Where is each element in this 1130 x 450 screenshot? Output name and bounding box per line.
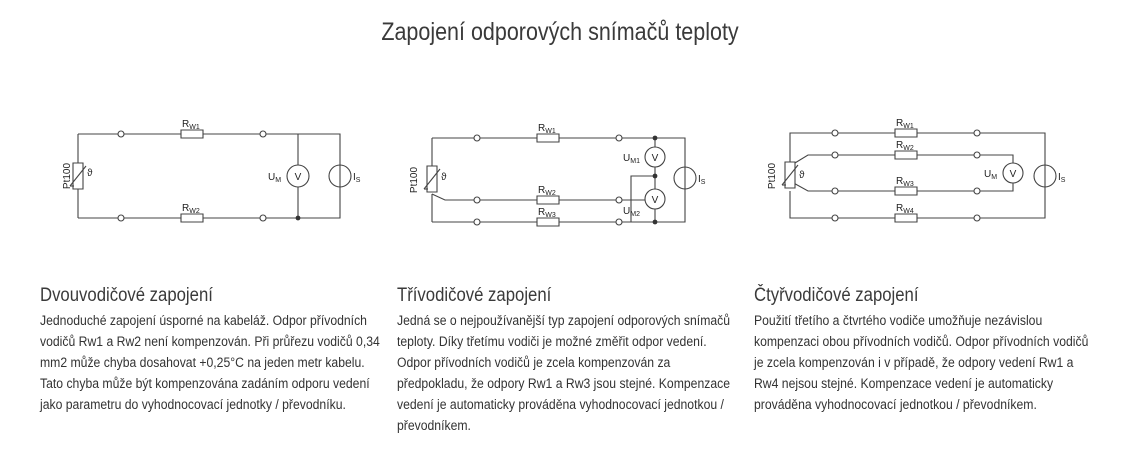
theta-symbol: ϑ [87,168,93,179]
svg-text:UM1: UM1 [623,153,640,165]
svg-text:RW1: RW1 [538,123,556,135]
svg-text:V: V [652,195,659,206]
resistor-rw2: RW2 [181,203,203,222]
sensor-label: Pt100 [409,166,420,193]
svg-text:RW3: RW3 [538,207,556,219]
terminals [474,135,622,225]
current-source-is: IS [1034,165,1066,187]
section-text: Jedná se o nejpoužívanější typ zapojení … [397,313,731,434]
voltmeter-um2: V UM2 [623,189,665,218]
svg-text:V: V [295,172,302,183]
resistor-rw4: RW4 [895,203,917,222]
svg-text:IS: IS [1058,172,1066,184]
four-wire-circuit-diagram: Pt100 ϑ RW1 RW2 RW3 RW4 V UM IS [767,118,1066,250]
three-wire-circuit-diagram: Pt100 ϑ RW1 RW2 RW3 V UM1 V UM2 IS [409,123,706,250]
svg-text:RW4: RW4 [896,203,914,215]
pt100-sensor: Pt100 ϑ [62,162,93,189]
resistor-rw2: RW2 [537,185,559,204]
svg-text:V: V [1010,169,1017,180]
voltmeter-um1: V UM1 [623,147,665,167]
svg-text:RW1: RW1 [896,118,914,130]
resistor-rw3: RW3 [537,207,559,226]
section-heading: Dvouvodičové zapojení [40,285,213,306]
junction-dots [652,135,658,225]
section-heading: Třívodičové zapojení [397,285,552,306]
resistor-rw1: RW1 [895,118,917,137]
section-text: Jednoduché zapojení úsporné na kabeláž. … [40,313,380,413]
current-source-is: IS [674,167,706,189]
theta-symbol: ϑ [441,172,447,183]
terminals [832,130,980,221]
svg-text:IS: IS [353,172,361,184]
svg-text:RW2: RW2 [182,203,200,215]
section-two-wire: Dvouvodičové zapojení Jednoduché zapojen… [40,285,410,416]
svg-text:RW1: RW1 [182,119,200,131]
sensor-label: Pt100 [767,162,778,189]
page-title: Zapojení odporových snímačů teploty [381,18,739,46]
svg-text:IS: IS [698,174,706,186]
sensor-label: Pt100 [62,162,73,189]
pt100-sensor: Pt100 ϑ [767,162,805,189]
resistor-rw3: RW3 [895,176,917,195]
svg-text:RW2: RW2 [538,185,556,197]
section-four-wire: Čtyřvodičové zapojení Použití třetího a … [754,285,1124,416]
theta-symbol: ϑ [799,170,805,181]
resistor-rw1: RW1 [537,123,559,142]
voltmeter-um: V UM [984,163,1023,183]
junction-dot [295,215,301,221]
svg-text:RW3: RW3 [896,176,914,188]
pt100-sensor: Pt100 ϑ [409,166,447,193]
resistor-rw2: RW2 [895,140,917,159]
svg-text:V: V [652,153,659,164]
svg-text:RW2: RW2 [896,140,914,152]
current-source-is: IS [329,165,361,187]
svg-text:UM: UM [268,172,281,184]
section-three-wire: Třívodičové zapojení Jedná se o nejpouží… [397,285,767,437]
svg-text:UM2: UM2 [623,206,640,218]
section-text: Použití třetího a čtvrtého vodiče umožňu… [754,313,1089,413]
terminals [118,131,266,221]
svg-text:UM: UM [984,169,997,181]
two-wire-circuit-diagram: Pt100 ϑ RW1 RW2 V UM IS [62,119,361,250]
voltmeter-um: V UM [268,165,309,187]
resistor-rw1: RW1 [181,119,203,138]
section-heading: Čtyřvodičové zapojení [754,285,919,306]
